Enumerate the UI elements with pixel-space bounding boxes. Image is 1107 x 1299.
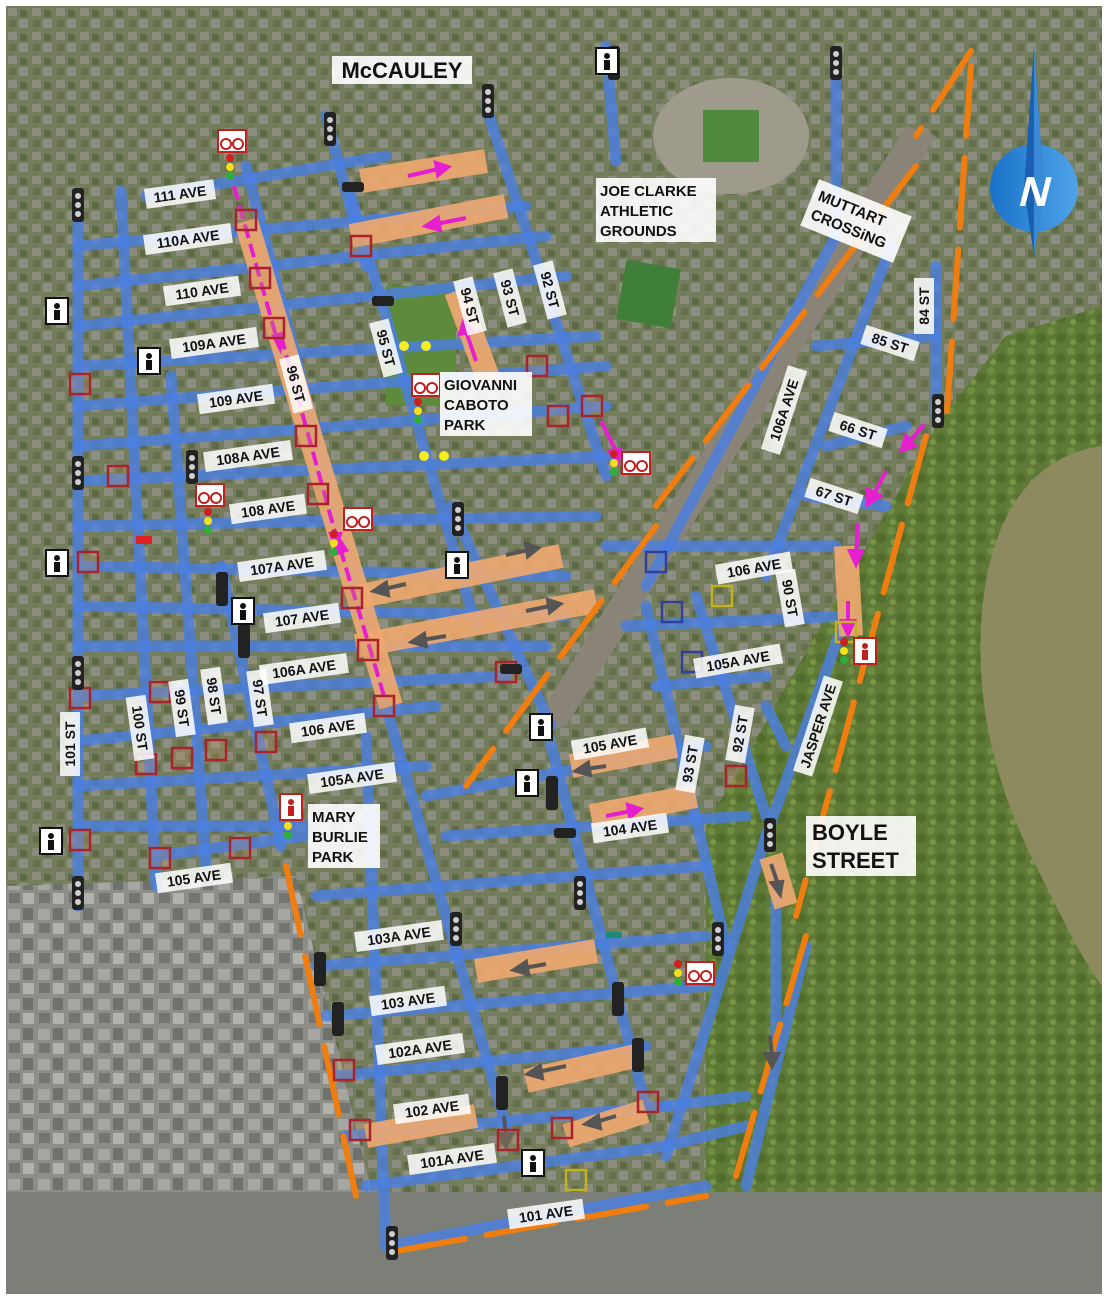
street-103-ave: 103 AVE: [380, 989, 436, 1012]
mary-burlie-line-2: BURLIE: [312, 829, 368, 846]
place-labels: McCAULEY JOE CLARKE ATHLETIC GROUNDS GIO…: [308, 56, 916, 876]
street-98-st: 98 ST: [203, 676, 224, 716]
street-105-ave-west: 105 AVE: [166, 866, 222, 889]
mary-burlie-line-3: PARK: [312, 849, 354, 866]
street-92-st-south: 92 ST: [729, 714, 751, 754]
traffic-signals: [72, 46, 944, 1260]
downtown-area: [6, 876, 396, 1294]
street-100-st: 100 ST: [129, 705, 151, 752]
mary-burlie-line-1: MARY: [312, 809, 356, 826]
north-arrow: N: [990, 46, 1078, 256]
caboto-line-3: PARK: [444, 417, 486, 434]
joe-clarke-line-3: GROUNDS: [600, 223, 677, 240]
sports-field: [616, 259, 681, 329]
north-saskatchewan-river: [980, 446, 1102, 986]
caboto-line-1: GIOVANNI: [444, 377, 517, 394]
street-99-st: 99 ST: [171, 688, 192, 728]
street-106-ave: 106 AVE: [300, 716, 356, 739]
street-97-st: 97 ST: [249, 678, 270, 718]
map-view[interactable]: N 111 AVE 110A AVE 110 AVE 109A AVE 109 …: [6, 6, 1102, 1294]
street-label: STREET: [812, 848, 899, 873]
street-111-ave: 111 AVE: [153, 182, 208, 205]
street-93-st-south: 93 ST: [679, 744, 701, 784]
street-90-st: 90 ST: [779, 578, 801, 618]
street-104-ave: 104 AVE: [602, 816, 658, 839]
street-101-ave: 101 AVE: [518, 1202, 574, 1225]
joe-clarke-line-1: JOE CLARKE: [600, 183, 697, 200]
street-107-ave: 107 AVE: [274, 606, 330, 629]
traffic-flow-arrows: [369, 541, 785, 1151]
joe-clarke-line-2: ATHLETIC: [600, 203, 673, 220]
street-108-ave: 108 AVE: [240, 497, 296, 520]
pedestrian-signals: [39, 47, 877, 1177]
stadium-field: [703, 110, 759, 162]
mccauley-label: McCAULEY: [341, 58, 462, 83]
caboto-line-2: CABOTO: [444, 397, 509, 414]
street-84-st: 84 ST: [916, 287, 932, 325]
street-109-ave: 109 AVE: [208, 387, 264, 410]
street-102-ave: 102 AVE: [404, 1097, 460, 1120]
street-101-st: 101 ST: [62, 721, 78, 767]
street-110-ave: 110 AVE: [174, 279, 229, 302]
bike-signals: [195, 129, 848, 986]
boyle-label: BOYLE: [812, 820, 888, 845]
